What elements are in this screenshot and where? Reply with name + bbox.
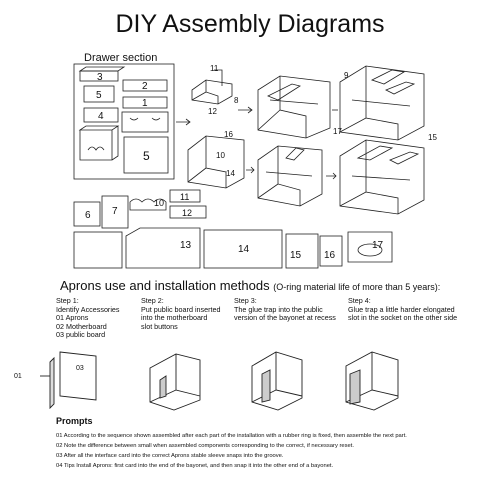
prompt-item: 03 After all the interface card into the… bbox=[56, 453, 284, 459]
drawer-section-label: Drawer section bbox=[84, 52, 158, 64]
drawer-box-left bbox=[78, 125, 120, 161]
step-2-line: Put public board inserted bbox=[141, 304, 221, 314]
drawer-part-1 bbox=[122, 96, 168, 109]
panel-15 bbox=[285, 233, 319, 269]
drawer-part-4 bbox=[83, 107, 119, 123]
drawer-num-2: 2 bbox=[142, 81, 148, 92]
methods-subtitle: (O-ring material life of more than 5 yea… bbox=[273, 282, 441, 292]
drawer-num-4: 4 bbox=[98, 111, 104, 122]
assembly-diagram: 3 5 2 1 4 5 11 8 12 9 17 15 16 10 14 6 7… bbox=[73, 63, 437, 269]
prompt-item: 02 Note the difference between small whe… bbox=[56, 443, 354, 449]
num-9: 9 bbox=[344, 71, 349, 80]
drawer-eyes-panel bbox=[121, 111, 169, 133]
panel-13 bbox=[125, 227, 201, 269]
prompt-item: 04 Tips Install Aprons: first card into … bbox=[56, 463, 334, 469]
panel-num-15: 15 bbox=[290, 250, 302, 261]
step-1: Step 1: Identify Accessories 01 Aprons 0… bbox=[56, 296, 120, 340]
panel-14 bbox=[203, 229, 283, 269]
panel-6 bbox=[73, 201, 101, 227]
num-10: 10 bbox=[216, 151, 225, 160]
step-1-line: 03 public board bbox=[56, 330, 106, 340]
num-11: 11 bbox=[210, 64, 219, 73]
drawer-part-5-large bbox=[123, 136, 169, 174]
step-4-line: slot in the socket on the other side bbox=[348, 313, 458, 323]
cabinet-stage-2 bbox=[339, 65, 425, 141]
prompts-title: Prompts bbox=[56, 416, 93, 426]
step-4-line: Glue trap a little harder elongated bbox=[348, 304, 455, 314]
cabinet-stage-3 bbox=[187, 135, 245, 189]
step-2-line: Step 2: bbox=[141, 296, 164, 305]
panel-num-6: 6 bbox=[85, 210, 91, 221]
prompt-item: 01 According to the sequence shown assem… bbox=[56, 433, 407, 439]
panel-left-large bbox=[73, 231, 123, 269]
step-1-line: 01 Aprons bbox=[56, 313, 89, 323]
num-12: 12 bbox=[208, 107, 217, 116]
cabinet-stage-4 bbox=[257, 145, 323, 207]
step-2-line: into the motherboard bbox=[141, 313, 208, 323]
num-14: 14 bbox=[226, 169, 235, 178]
panel-7 bbox=[101, 195, 129, 229]
step-3-line: version of the bayonet at recess bbox=[234, 313, 336, 323]
step-2-line: slot buttons bbox=[141, 321, 178, 331]
drawer-part-5-small bbox=[83, 85, 115, 103]
step-3-assembly bbox=[251, 351, 303, 411]
callout-01: 01 bbox=[14, 373, 22, 380]
step-3: Step 3: The glue trap into the public ve… bbox=[234, 296, 336, 323]
panel-num-14: 14 bbox=[238, 244, 250, 255]
assembly-piece-11-12 bbox=[191, 79, 233, 105]
num-15: 15 bbox=[428, 133, 437, 142]
step-illustrations: 01 02 03 bbox=[14, 351, 399, 411]
drawer-part-2 bbox=[122, 79, 168, 92]
num-17: 17 bbox=[333, 127, 342, 136]
step-3-line: The glue trap into the public bbox=[234, 304, 323, 314]
step-4-line: Step 4: bbox=[348, 296, 371, 305]
step-1-line: 02 Motherboard bbox=[56, 321, 107, 331]
panel-12 bbox=[169, 205, 207, 219]
step-1-line: Identify Accessories bbox=[56, 304, 120, 314]
num-16: 16 bbox=[224, 130, 233, 139]
panel-11 bbox=[169, 189, 201, 203]
panel-num-7: 7 bbox=[112, 206, 118, 217]
panel-num-12: 12 bbox=[182, 208, 192, 218]
cabinet-stage-5 bbox=[339, 139, 425, 215]
step-3-line: Step 3: bbox=[234, 296, 257, 305]
apron-part bbox=[49, 356, 55, 410]
drawer-num-5b: 5 bbox=[143, 149, 150, 163]
panel-num-16: 16 bbox=[324, 250, 336, 261]
methods-heading: Aprons use and installation methods (O-r… bbox=[60, 278, 440, 293]
drawer-part-3-top bbox=[78, 66, 126, 72]
panel-10 bbox=[129, 198, 167, 211]
step-2-assembly bbox=[149, 353, 201, 411]
panel-16 bbox=[319, 235, 343, 267]
step-1-line: Step 1: bbox=[56, 296, 79, 305]
page-title: DIY Assembly Diagrams bbox=[115, 10, 385, 38]
panel-num-13: 13 bbox=[180, 240, 192, 251]
methods-title: Aprons use and installation methods bbox=[60, 278, 270, 293]
drawer-num-3: 3 bbox=[97, 72, 103, 83]
num-8: 8 bbox=[234, 96, 239, 105]
public-board-part bbox=[59, 351, 97, 401]
panel-num-10: 10 bbox=[154, 198, 164, 208]
panel-num-11: 11 bbox=[180, 192, 189, 202]
panel-num-17: 17 bbox=[372, 240, 384, 251]
drawer-section-frame bbox=[73, 63, 175, 180]
step-4: Step 4: Glue trap a little harder elonga… bbox=[348, 296, 458, 323]
step-2: Step 2: Put public board inserted into t… bbox=[141, 296, 221, 331]
callout-03: 03 bbox=[76, 365, 84, 372]
drawer-num-1: 1 bbox=[142, 98, 148, 109]
panel-17 bbox=[347, 231, 393, 263]
drawer-num-5: 5 bbox=[96, 90, 102, 101]
cabinet-stage-1 bbox=[257, 75, 331, 139]
